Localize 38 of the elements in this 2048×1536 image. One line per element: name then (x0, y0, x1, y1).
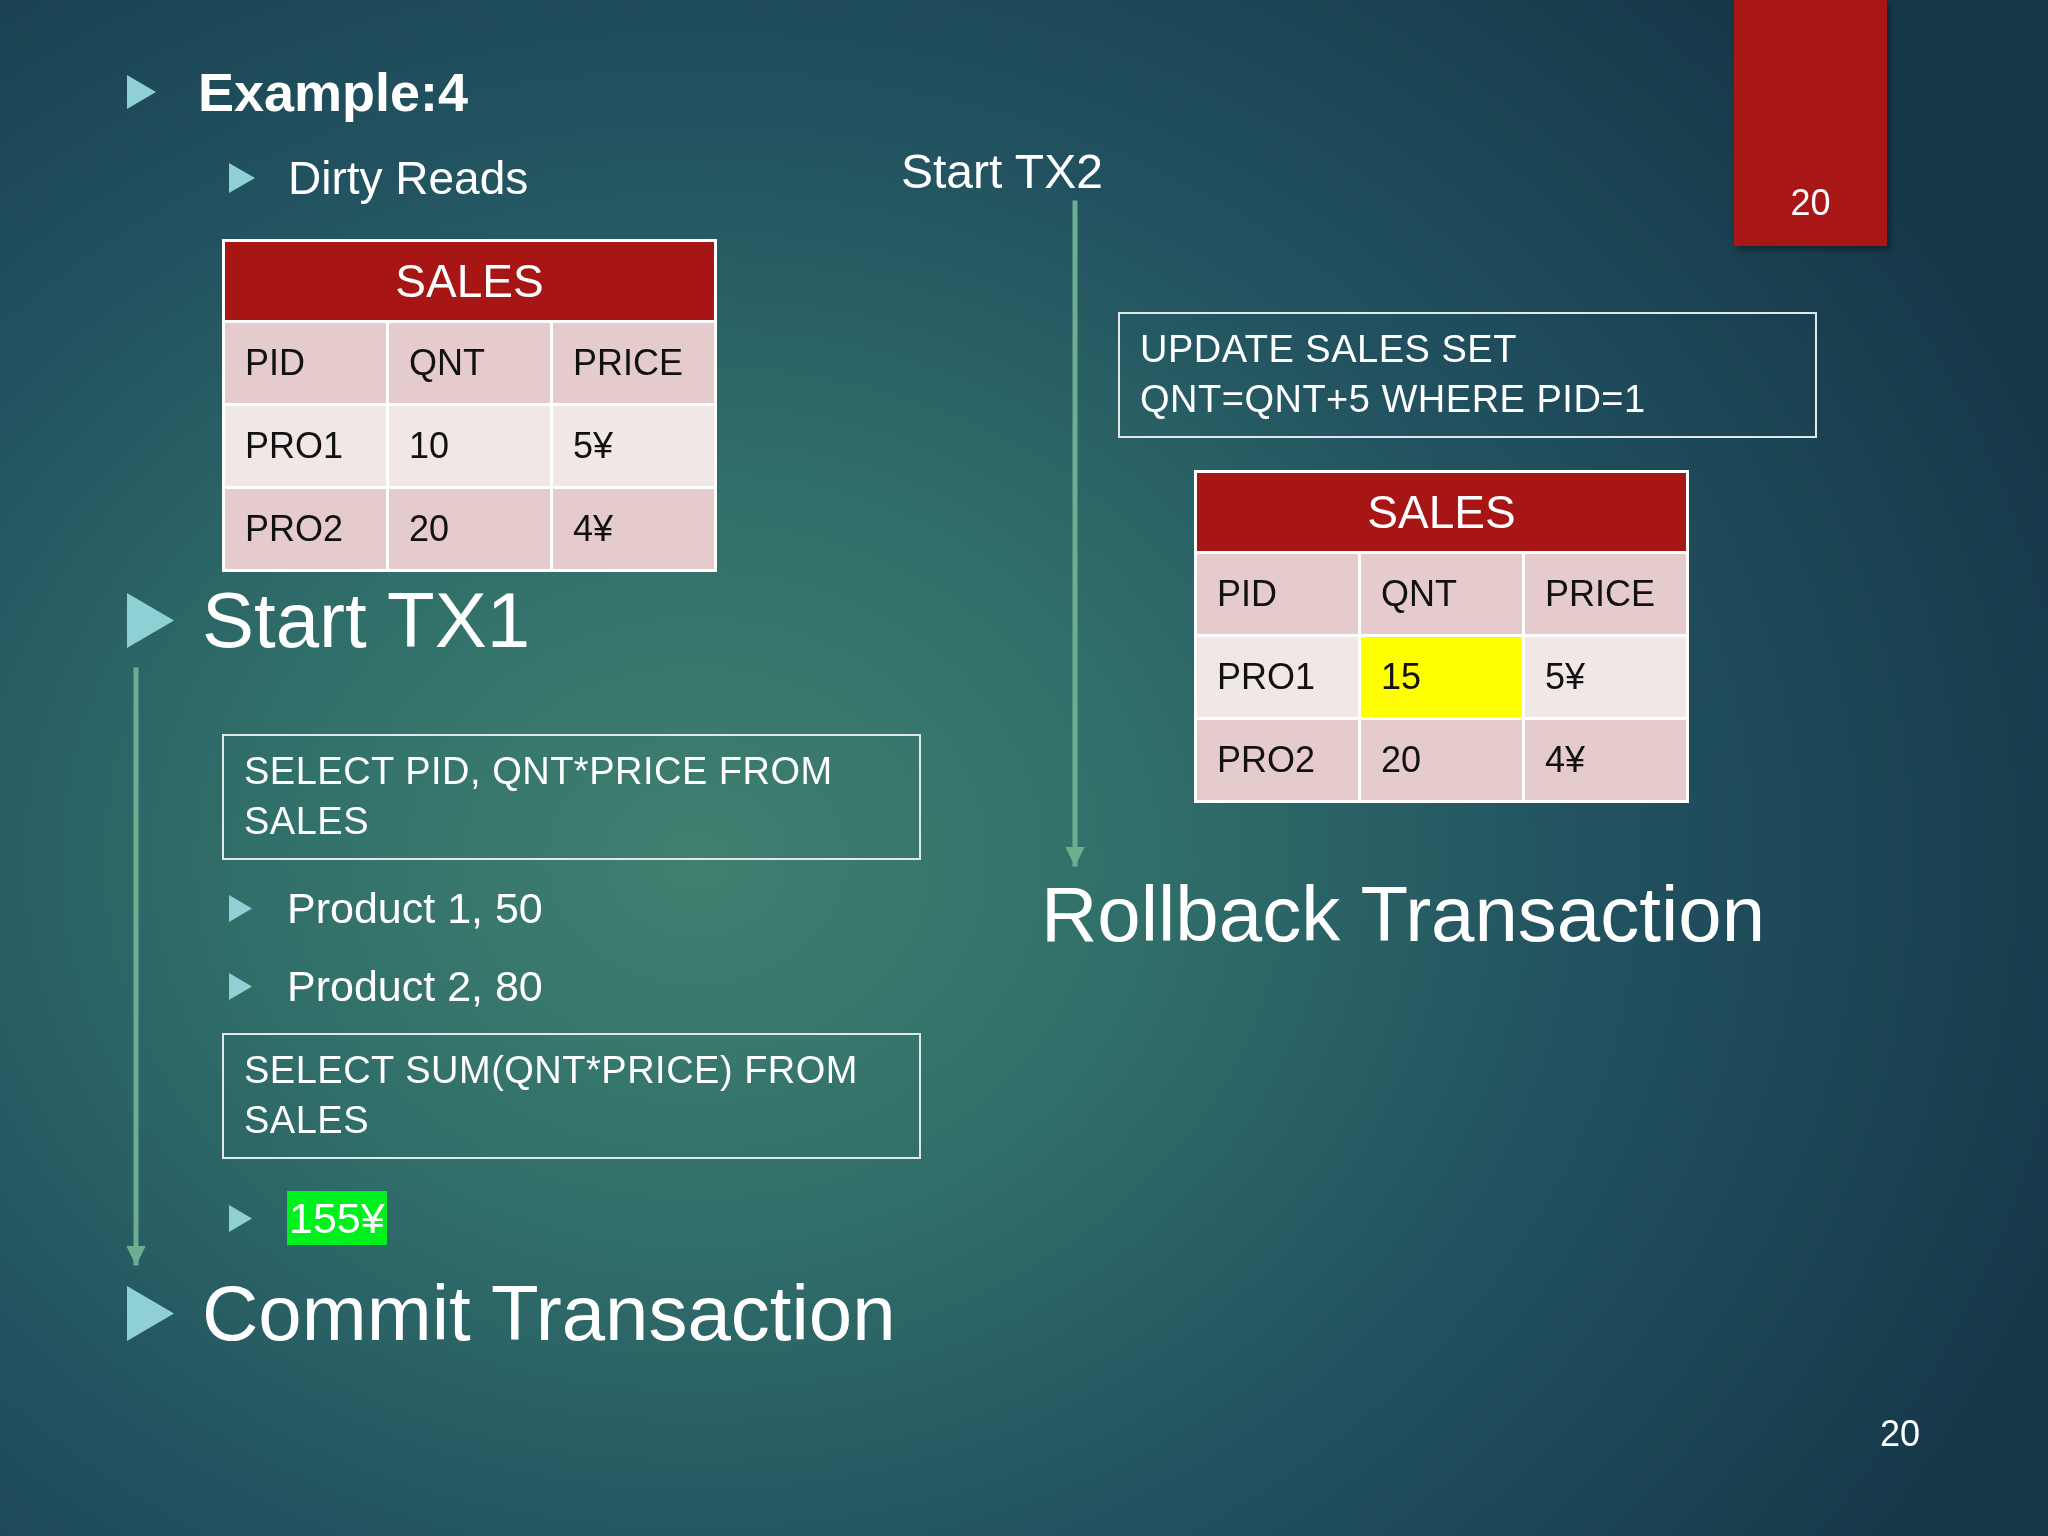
table-cell: PRICE (553, 323, 714, 403)
heading-text: Rollback Transaction (1041, 866, 1765, 962)
number-tab: 20 (1734, 0, 1887, 246)
table-cell: 5¥ (553, 406, 714, 486)
table-cell: PRO2 (1197, 720, 1358, 800)
table-cell: PRICE (1525, 554, 1686, 634)
bullet-text: Product 1, 50 (287, 883, 543, 934)
heading-text: Commit Transaction (202, 1267, 896, 1359)
table-cell: PID (1197, 554, 1358, 634)
query-box: SELECT PID, QNT*PRICE FROM SALES (222, 734, 921, 861)
table-cell: PID (225, 323, 386, 403)
data-table (1194, 470, 1689, 803)
table-cell: 15 (1361, 637, 1522, 717)
table-cell: 4¥ (553, 489, 714, 569)
table-header: SALES (1197, 473, 1686, 551)
table-cell: 20 (1361, 720, 1522, 800)
table-header: SALES (225, 242, 714, 320)
table-cell: QNT (1361, 554, 1522, 634)
bullet-text: Dirty Reads (288, 151, 529, 206)
arrow (1065, 200, 1085, 867)
slide-title: Example:4 (198, 61, 469, 124)
table-cell: 5¥ (1525, 637, 1686, 717)
highlighted-text: 155¥ (287, 1190, 387, 1246)
query-box: UPDATE SALES SET QNT=QNT+5 WHERE PID=1 (1118, 312, 1817, 439)
arrow (126, 667, 146, 1266)
table-cell: 10 (389, 406, 550, 486)
table-cell: 20 (389, 489, 550, 569)
data-table (222, 239, 717, 572)
page-number: 20 (1880, 1411, 1921, 1456)
table-cell: 4¥ (1525, 720, 1686, 800)
table-cell: PRO1 (1197, 637, 1358, 717)
table-cell: PRO1 (225, 406, 386, 486)
bullet-text: Product 2, 80 (287, 961, 543, 1012)
heading-text: Start TX1 (202, 574, 531, 666)
table-cell: PRO2 (225, 489, 386, 569)
heading-text: Start TX2 (901, 141, 1103, 201)
table-cell: QNT (389, 323, 550, 403)
query-box: SELECT SUM(QNT*PRICE) FROM SALES (222, 1033, 921, 1160)
